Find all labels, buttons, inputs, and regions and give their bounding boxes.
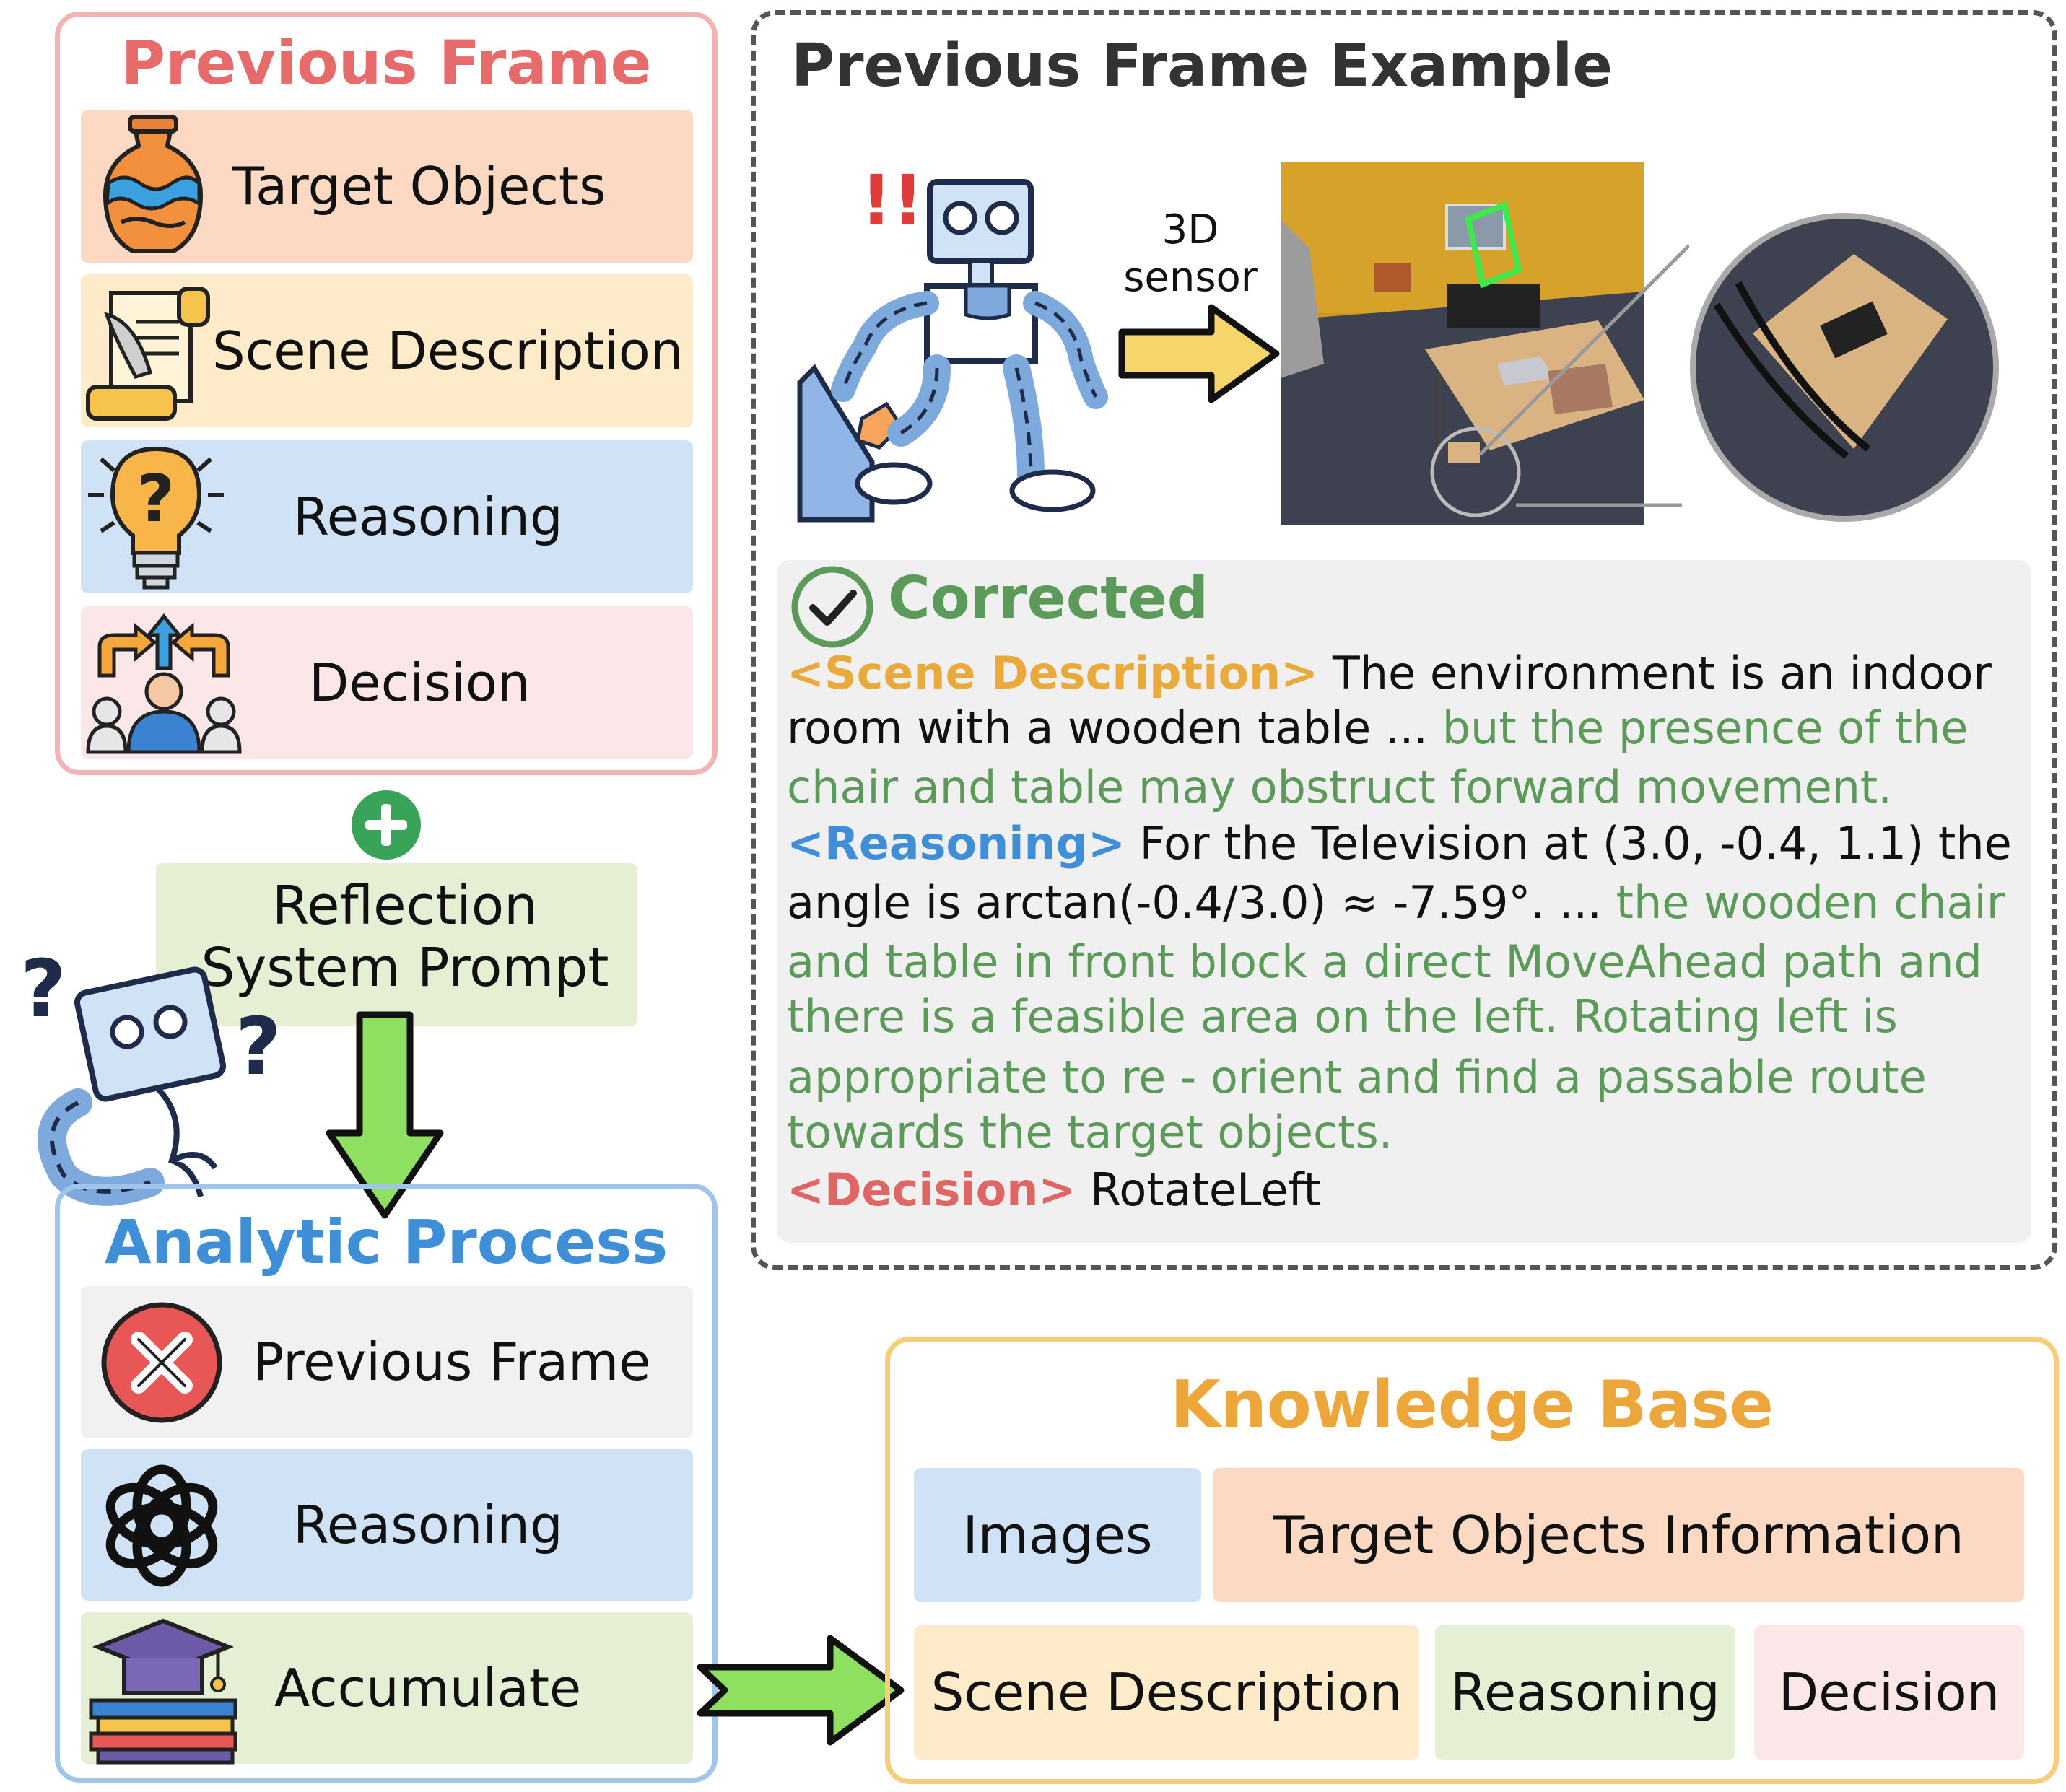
openai-logo-icon: [105, 1464, 218, 1587]
knowledge-base-panel: [885, 1337, 2059, 1784]
robot-icon: [797, 179, 1108, 523]
kb-target-objects-information: Target Objects Information: [1213, 1468, 2024, 1602]
row-label: Reasoning: [293, 486, 563, 547]
zoom-circle-image: [1690, 213, 1999, 522]
error-x-icon: [101, 1302, 222, 1423]
thinking-robot-icon: ? ?: [20, 951, 282, 1206]
kb-scene-description: Scene Description: [914, 1625, 1419, 1760]
down-arrow-icon: [326, 1011, 444, 1219]
scene-tag: <Scene Description>: [787, 647, 1319, 699]
scene-line-2: room with a wooden table ... but the pre…: [787, 699, 1968, 758]
corrected-text-box: [777, 560, 2031, 1243]
kb-images: Images: [914, 1468, 1201, 1602]
analytic-process-panel: [55, 1184, 718, 1783]
svg-text:?: ?: [137, 461, 175, 537]
row-label: Decision: [309, 652, 531, 713]
zoom-lines: [1478, 244, 1689, 507]
svg-text:?: ?: [235, 1000, 282, 1093]
scroll-quill-icon: [86, 287, 210, 421]
reason-tag: <Reasoning>: [787, 817, 1125, 870]
reflection-line-1: Reflection: [271, 875, 539, 937]
analytic-process-title: Analytic Process: [104, 1207, 668, 1277]
example-title: Previous Frame Example: [791, 32, 1613, 100]
sensor-label-line-1: 3D: [1161, 206, 1219, 253]
corrected-title: Corrected: [888, 564, 1209, 631]
plus-icon: [352, 790, 421, 860]
lightbulb-question-icon: ?: [88, 446, 224, 590]
reflection-line-2: System Prompt: [201, 937, 609, 999]
reason-line-6: towards the target objects.: [787, 1106, 1393, 1158]
previous-frame-example-panel: [751, 10, 2057, 1270]
scene-line-3: chair and table may obstruct forward mov…: [787, 761, 1892, 813]
row-label: Reasoning: [293, 1495, 563, 1555]
reflection-system-prompt-box: [156, 863, 637, 1026]
vase-icon: [103, 115, 204, 253]
row-label: Previous Frame: [253, 1332, 651, 1392]
reason-line-5: appropriate to re - orient and find a pa…: [787, 1051, 1927, 1103]
decision-text: RotateLeft: [1076, 1163, 1321, 1216]
sensor-label-line-2: sensor: [1123, 254, 1258, 301]
scene-image: [1281, 162, 1644, 525]
right-arrow-icon: [697, 1635, 905, 1746]
graduation-books-icon: [89, 1618, 237, 1765]
knowledge-base-title: Knowledge Base: [1170, 1367, 1774, 1443]
reason-green-2: the wooden chair: [1601, 876, 2005, 929]
reason-text-2: angle is arctan(-0.4/3.0) ≈ -7.59°. ...: [787, 876, 1602, 929]
scene-text-2: room with a wooden table ...: [787, 701, 1428, 754]
previous-frame-panel: [55, 12, 718, 775]
decision-arrows-person-icon: [86, 613, 242, 754]
reason-line-2: angle is arctan(-0.4/3.0) ≈ -7.59°. ... …: [787, 873, 2005, 932]
kb-decision: Decision: [1754, 1625, 2024, 1760]
reason-text-1: For the Television at (3.0, -0.4, 1.1) t…: [1125, 817, 2012, 870]
svg-text:?: ?: [20, 951, 66, 1035]
scene-green-2: but the presence of the: [1427, 701, 1969, 754]
scene-text-1: The environment is an indoor: [1318, 647, 1992, 699]
kb-reasoning: Reasoning: [1435, 1625, 1735, 1760]
reason-line-3: and table in front block a direct MoveAh…: [787, 935, 1982, 988]
row-label: Target Objects: [232, 156, 606, 217]
decision-tag: <Decision>: [787, 1163, 1076, 1216]
reason-line-1: <Reasoning> For the Television at (3.0, …: [787, 814, 2012, 873]
check-circle-icon: [791, 566, 873, 648]
reason-line-4: there is a feasible area on the left. Ro…: [787, 990, 1898, 1043]
row-label: Accumulate: [274, 1658, 582, 1718]
previous-frame-title: Previous Frame: [121, 27, 652, 98]
decision-line: <Decision> RotateLeft: [787, 1161, 1321, 1220]
scene-line-1: <Scene Description> The environment is a…: [787, 644, 1992, 703]
exclaim-mark: !!: [860, 160, 924, 241]
sensor-arrow-icon: [1118, 304, 1280, 403]
row-label: Scene Description: [212, 320, 684, 381]
